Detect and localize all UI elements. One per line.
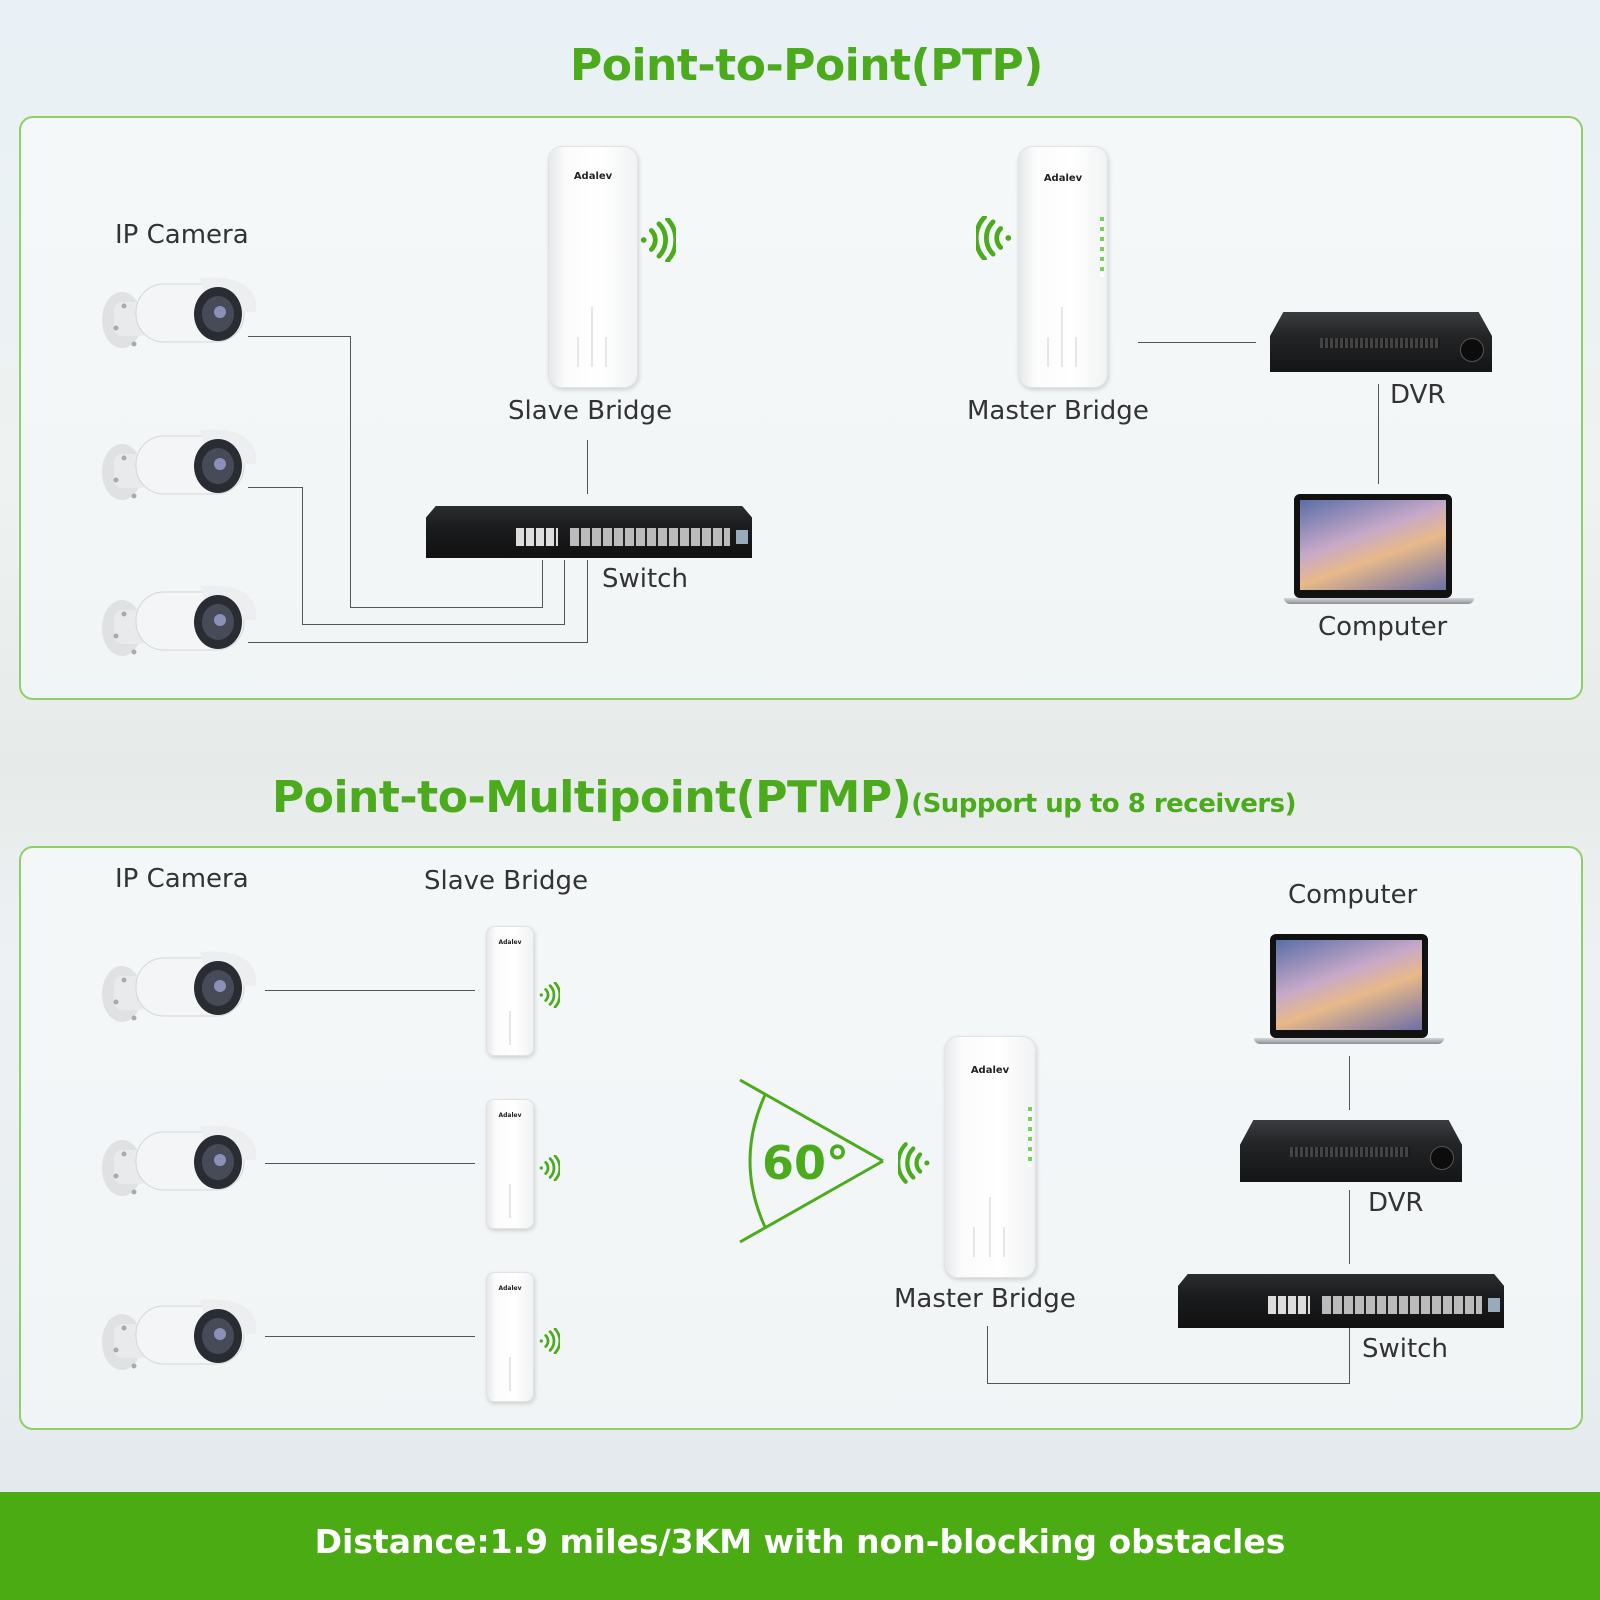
cable	[350, 607, 543, 608]
cable	[265, 990, 475, 991]
cable	[542, 560, 543, 608]
cable	[350, 336, 351, 608]
computer-device	[1284, 494, 1474, 606]
cable	[587, 560, 588, 643]
ip-camera-icon	[100, 1294, 260, 1384]
ptmp-master-bridge-label: Master Bridge	[894, 1284, 1076, 1314]
distance-text: Distance:1.9 miles/3KM with non-blocking…	[314, 1522, 1286, 1561]
cable	[265, 1336, 475, 1337]
cable	[1349, 1056, 1350, 1110]
ptp-title: Point-to-Point(PTP)	[570, 40, 1043, 91]
cable	[248, 487, 303, 488]
ptmp-slave-bridge-label: Slave Bridge	[424, 866, 589, 896]
cable	[248, 642, 588, 643]
brand-logo: Adalev	[498, 939, 522, 946]
ptmp-title: Point-to-Multipoint(PTMP)(Support up to …	[272, 772, 1297, 823]
master-bridge-device: Adalev	[1018, 146, 1108, 388]
slave-bridge-device: Adalev	[486, 1272, 534, 1402]
wifi-signal-icon	[898, 1142, 932, 1184]
beam-angle-value: 60°	[762, 1136, 850, 1190]
cable	[265, 1163, 475, 1164]
wifi-signal-icon	[538, 982, 560, 1008]
footer-banner: Distance:1.9 miles/3KM with non-blocking…	[0, 1492, 1600, 1600]
wifi-signal-icon	[538, 1328, 560, 1354]
ptp-computer-label: Computer	[1318, 612, 1448, 642]
cable	[248, 336, 351, 337]
ptmp-computer-label: Computer	[1288, 880, 1418, 910]
wifi-signal-icon	[976, 216, 1014, 260]
ptmp-switch-label: Switch	[1362, 1334, 1448, 1364]
brand-logo: Adalev	[1043, 173, 1083, 184]
cable	[987, 1326, 988, 1384]
cable	[302, 487, 303, 625]
network-switch-device	[426, 506, 752, 558]
brand-logo: Adalev	[573, 171, 613, 182]
ptmp-title-main: Point-to-Multipoint(PTMP)	[272, 772, 912, 823]
ip-camera-icon	[100, 580, 260, 670]
cable	[302, 624, 565, 625]
wifi-signal-icon	[538, 1155, 560, 1181]
master-bridge-device: Adalev	[944, 1036, 1036, 1278]
ptmp-dvr-label: DVR	[1368, 1188, 1424, 1218]
ip-camera-icon	[100, 1120, 260, 1210]
ptp-dvr-label: DVR	[1390, 380, 1446, 410]
wifi-signal-icon	[638, 218, 676, 262]
slave-bridge-device: Adalev	[548, 146, 638, 388]
ptp-master-bridge-label: Master Bridge	[967, 396, 1149, 426]
computer-device	[1254, 934, 1444, 1046]
ip-camera-icon	[100, 424, 260, 514]
ptp-ip-camera-label: IP Camera	[115, 220, 249, 250]
cable	[1378, 384, 1379, 484]
cable	[987, 1383, 1350, 1384]
cable	[1349, 1190, 1350, 1264]
beam-angle-icon	[739, 1078, 884, 1244]
slave-bridge-device: Adalev	[486, 926, 534, 1056]
ip-camera-icon	[100, 946, 260, 1036]
ptp-slave-bridge-label: Slave Bridge	[508, 396, 673, 426]
brand-logo: Adalev	[498, 1112, 522, 1119]
ptp-switch-label: Switch	[602, 564, 688, 594]
cable	[1138, 342, 1256, 343]
cable	[1349, 1326, 1350, 1384]
dvr-device	[1240, 1120, 1462, 1182]
network-switch-device	[1178, 1274, 1504, 1328]
slave-bridge-device: Adalev	[486, 1099, 534, 1229]
ip-camera-icon	[100, 272, 260, 362]
cable	[564, 560, 565, 625]
ptmp-subtitle: (Support up to 8 receivers)	[911, 789, 1297, 819]
cable	[587, 440, 588, 494]
ptmp-ip-camera-label: IP Camera	[115, 864, 249, 894]
brand-logo: Adalev	[970, 1065, 1010, 1076]
brand-logo: Adalev	[498, 1285, 522, 1292]
dvr-device	[1270, 312, 1492, 372]
